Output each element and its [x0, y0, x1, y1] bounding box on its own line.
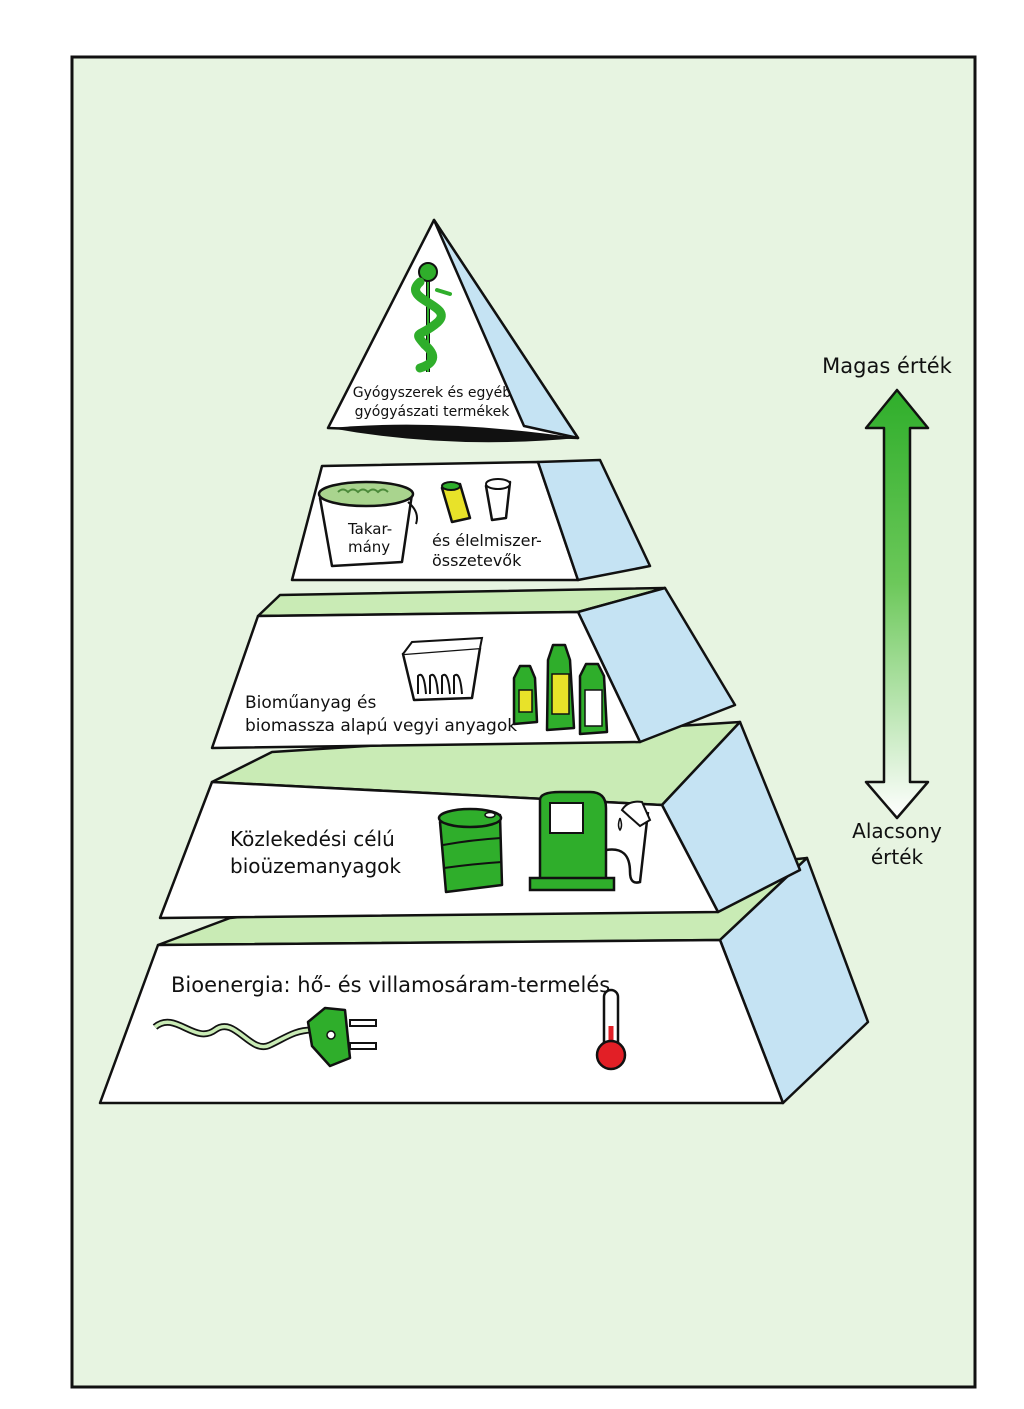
- pharma-label-line2: gyógyászati termékek: [355, 404, 511, 420]
- oil-barrel-icon: [437, 807, 504, 894]
- feed-bucket-icon: Takar- mány: [317, 480, 418, 568]
- value-arrow: Magas érték Alacsony érték: [822, 354, 953, 869]
- fuel-pump-icon: [528, 790, 652, 892]
- plastic-basket-icon: [401, 636, 484, 702]
- biofuel-label-line1: Közlekedési célú: [230, 827, 395, 851]
- level-bioplastic: Bioműanyag és biomassza alapú vegyi anya…: [210, 586, 737, 750]
- bottles-icon: [512, 643, 609, 736]
- bioenergy-label: Bioenergia: hő- és villamosáram-termelés: [171, 973, 610, 997]
- feed-label-line1: és élelmiszer-: [432, 531, 542, 550]
- thermometer-icon: [595, 988, 627, 1071]
- level-feed: Takar- mány és élelmiszer- összetevők: [290, 458, 652, 582]
- feed-bucket-label-line1: Takar-: [347, 520, 392, 538]
- feed-label-line2: összetevők: [432, 551, 522, 570]
- bioplastic-label-line2: biomassza alapú vegyi anyagok: [245, 716, 517, 736]
- bioplastic-label-line1: Bioműanyag és: [245, 693, 376, 713]
- value-gradient-arrow: [864, 388, 930, 820]
- level-pharma: Gyógyszerek és egyéb gyógyászati terméke…: [326, 218, 580, 443]
- high-value-label: Magas érték: [822, 354, 953, 378]
- low-value-label-line2: érték: [871, 845, 924, 869]
- biofuel-label-line2: bioüzemanyagok: [230, 854, 401, 878]
- feed-bucket-label-line2: mány: [348, 538, 390, 556]
- power-plug-icon: [152, 1006, 377, 1068]
- low-value-label-line1: Alacsony: [852, 819, 942, 843]
- pharma-label-line1: Gyógyszerek és egyéb: [353, 385, 512, 401]
- food-cans-icon: [440, 478, 512, 524]
- rod-of-asclepius-icon: [411, 262, 452, 373]
